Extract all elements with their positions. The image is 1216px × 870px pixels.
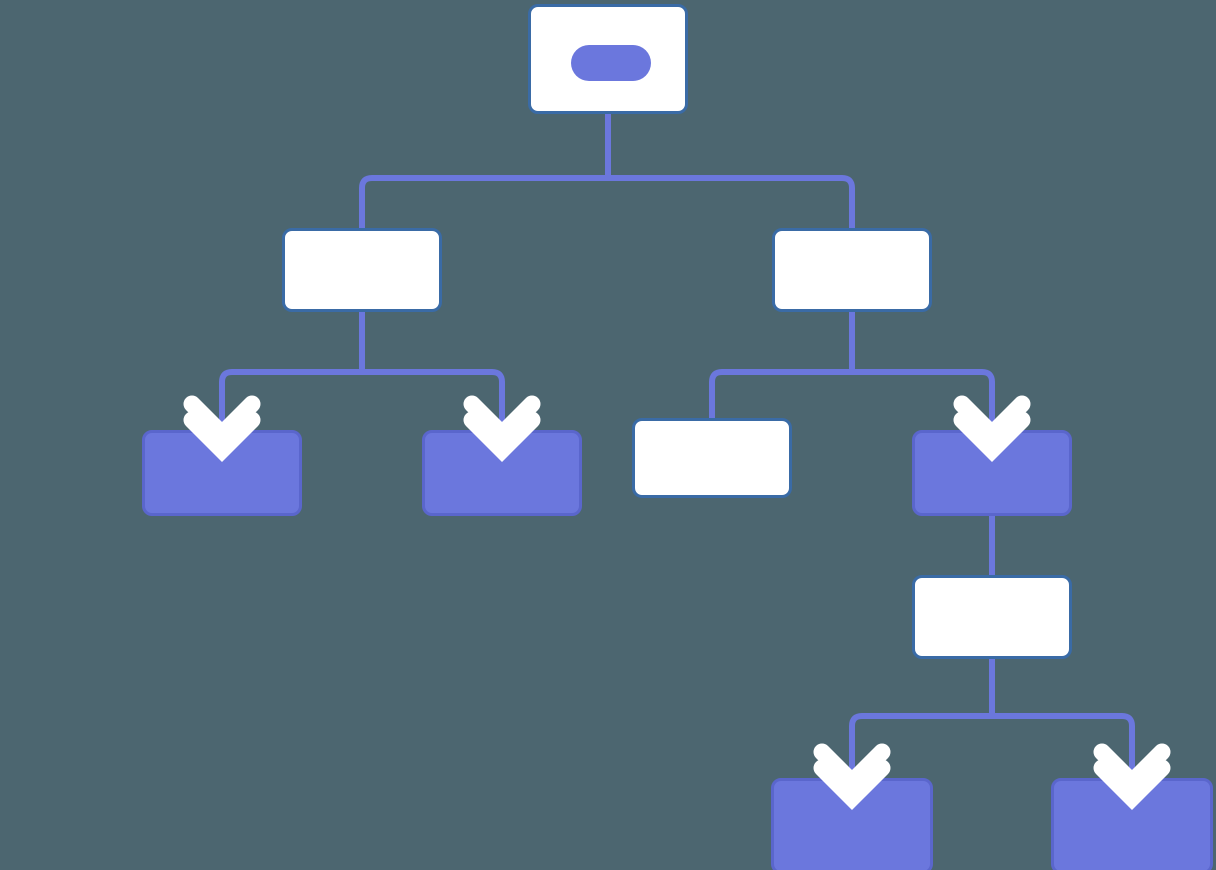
tree-node-level1-right[interactable] [772, 228, 932, 312]
root-pill-shape [571, 45, 651, 81]
tree-node-leaf-1[interactable] [142, 430, 302, 516]
edge-n0-n1 [359, 175, 608, 228]
tree-node-root[interactable] [528, 4, 688, 114]
tree-node-leaf-4[interactable] [1051, 778, 1213, 870]
edge-n2-n5 [709, 369, 852, 420]
tree-node-level3-white[interactable] [912, 575, 1072, 659]
edge-n7-n9 [992, 713, 1135, 788]
edge-n1-n4 [362, 369, 505, 440]
edge-n2-n6 [852, 369, 995, 440]
tree-node-level2-filled[interactable] [912, 430, 1072, 516]
tree-node-level2-white[interactable] [632, 418, 792, 498]
edge-n0-n2 [608, 175, 855, 228]
tree-node-leaf-3[interactable] [771, 778, 933, 870]
tree-node-level1-left[interactable] [282, 228, 442, 312]
tree-node-leaf-2[interactable] [422, 430, 582, 516]
edge-n1-n3 [219, 369, 362, 440]
edge-n7-n8 [849, 713, 992, 788]
